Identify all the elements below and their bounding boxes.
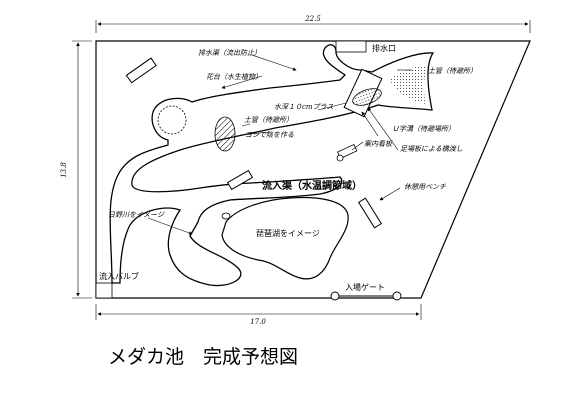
outlet-box — [335, 40, 367, 53]
u-groove — [343, 68, 383, 118]
soil-pipe-top — [390, 65, 428, 104]
outlet-label: 排水口 — [372, 43, 396, 53]
footboard-label: 足場板による橋渡し — [400, 145, 463, 153]
small-stone — [221, 212, 231, 220]
info-board-label: 案内看板 — [364, 140, 393, 148]
top-dimension: 22.5 — [95, 15, 531, 33]
info-board — [336, 143, 358, 162]
inflow-channel-block — [226, 169, 254, 191]
pond-water-outline — [109, 44, 435, 287]
bottom-width-label: 17.0 — [250, 318, 266, 326]
soil-pipe-top-label: 土管（待避所） — [428, 67, 477, 75]
u-groove-label: Ｕ字溝（待避場所） — [392, 125, 455, 133]
soil-pipe-left — [157, 105, 187, 135]
page-title: メダカ池 完成予想図 — [108, 346, 298, 368]
pond-boundary — [95, 40, 531, 299]
inflow-valve-label: 流入バルブ — [99, 271, 139, 281]
entrance-gate[interactable] — [330, 291, 402, 301]
entrance-gate-label: 入場ゲート — [345, 282, 385, 292]
drain-channel-label: 排水渠（流出防止） — [198, 49, 261, 57]
reed-label: ヨシで陰を作る — [245, 131, 294, 139]
water-depth-label: 水深１０cmプラス — [274, 103, 333, 111]
inflow-channel-label: 流入渠（水温調節域） — [262, 179, 362, 192]
reed-area — [214, 116, 236, 152]
bottom-dimension: 17.0 — [95, 304, 422, 326]
top-width-label: 22.5 — [304, 15, 321, 23]
bench-block — [357, 197, 383, 229]
drain-channel-bar — [125, 57, 157, 84]
height-label: 13.8 — [60, 162, 68, 178]
lake-biwa-shape — [221, 196, 349, 280]
flower-bed-label: 花台（水生植物） — [206, 73, 262, 81]
inflow-valve-box — [95, 282, 113, 299]
hino-river-label: 日野川をイメージ — [108, 211, 165, 219]
lake-biwa-label: 琵琶湖をイメージ — [256, 229, 320, 238]
soil-pipe-left-label: 土管（待避所） — [244, 116, 293, 124]
left-dimension: 13.8 — [60, 40, 92, 299]
leader-lines — [147, 54, 412, 235]
bench-label: 休憩用ベンチ — [404, 183, 447, 191]
